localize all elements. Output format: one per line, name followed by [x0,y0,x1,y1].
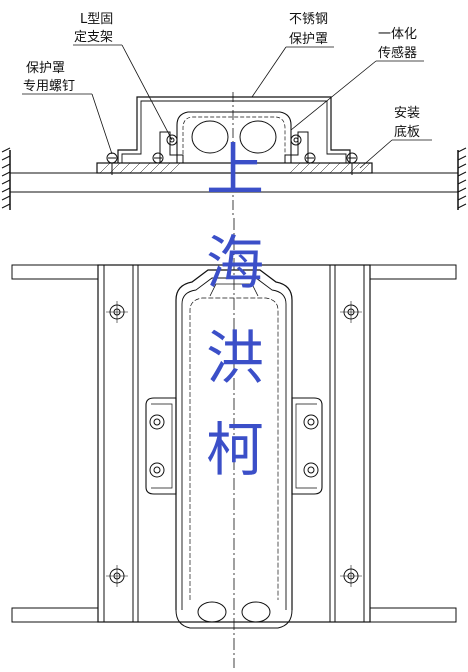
label-base-plate-1: 安装 [394,106,420,121]
side-section-view [1,92,467,218]
label-cover-screw-2: 专用螺钉 [23,79,75,94]
label-steel-cover-2: 保护罩 [289,32,328,47]
watermark-char-3: 洪 [206,324,264,392]
corner-screw-tr [340,301,362,323]
label-sensor-2: 传感器 [378,45,417,61]
watermark-char-2: 海 [206,229,264,297]
watermark-char-1: 上 [206,136,264,204]
label-base-plate-2: 底板 [394,124,420,140]
label-l-bracket-2: 定支架 [74,30,113,45]
label-l-bracket-1: L型固 [80,12,113,27]
corner-screw-tl [106,301,128,323]
plan-view [11,218,457,668]
leader-lines [22,44,432,169]
label-cover-screw-1: 保护罩 [26,61,65,76]
watermark-char-4: 柯 [206,416,264,484]
label-steel-cover-1: 不锈钢 [289,12,328,27]
label-sensor-1: 一体化 [378,27,417,42]
corner-screw-bl [106,565,128,587]
corner-screw-br [340,565,362,587]
